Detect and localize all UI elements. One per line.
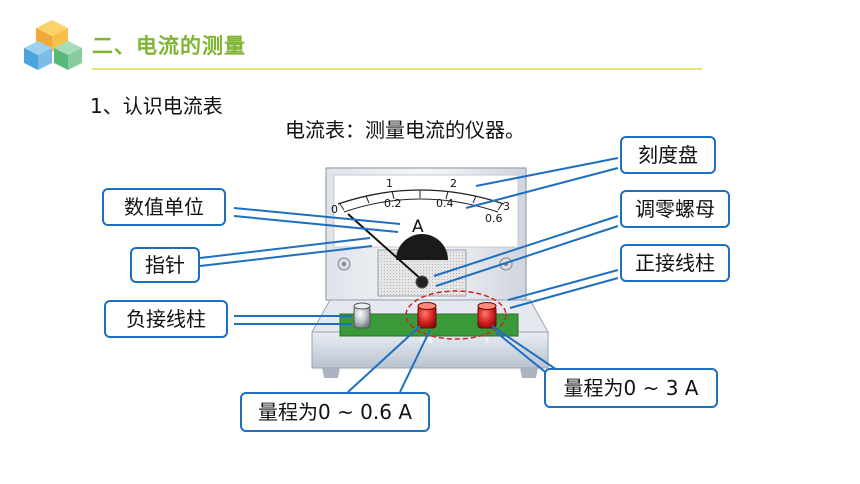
terminal-mark: 0.6	[420, 336, 433, 345]
callout-zero-adjust: 调零螺母	[620, 190, 730, 228]
scale-top-label: 3	[503, 200, 510, 213]
callout-scale-dial: 刻度盘	[620, 136, 716, 174]
negative-terminal	[353, 302, 371, 329]
terminal-small-range	[417, 302, 437, 329]
logo-cubes-icon	[24, 20, 82, 70]
callout-unit: 数值单位	[102, 188, 226, 226]
scale-top-label: 2	[450, 177, 457, 190]
terminal-mark: -	[359, 336, 362, 345]
callout-range-small: 量程为0 ~ 0.6 A	[240, 392, 430, 432]
unit-symbol: A	[412, 217, 424, 237]
terminal-large-range	[477, 302, 497, 329]
meter-scale	[337, 189, 505, 213]
zero-adjust-knob	[415, 275, 429, 289]
section-title: 二、电流的测量	[92, 34, 246, 58]
scale-bottom-label: 0	[331, 203, 338, 216]
leader-lines	[199, 157, 619, 393]
title-divider	[92, 68, 702, 70]
scale-top-label: 1	[386, 177, 393, 190]
scale-bottom-label: 0.2	[384, 197, 402, 210]
terminals-highlight	[405, 290, 507, 340]
callout-range-large: 量程为0 ~ 3 A	[544, 368, 718, 408]
subheading: 1、认识电流表	[90, 94, 223, 118]
scale-bottom-label: 0.4	[436, 197, 454, 210]
callout-negative-terminal: 负接线柱	[104, 300, 228, 338]
terminal-mark: 3	[484, 336, 489, 345]
definition-text: 电流表：测量电流的仪器。	[285, 118, 525, 142]
callout-pointer: 指针	[130, 247, 200, 283]
scale-bottom-label: 0.6	[485, 212, 503, 225]
callout-positive-terminal: 正接线柱	[620, 244, 730, 282]
meter-pointer	[347, 213, 423, 281]
